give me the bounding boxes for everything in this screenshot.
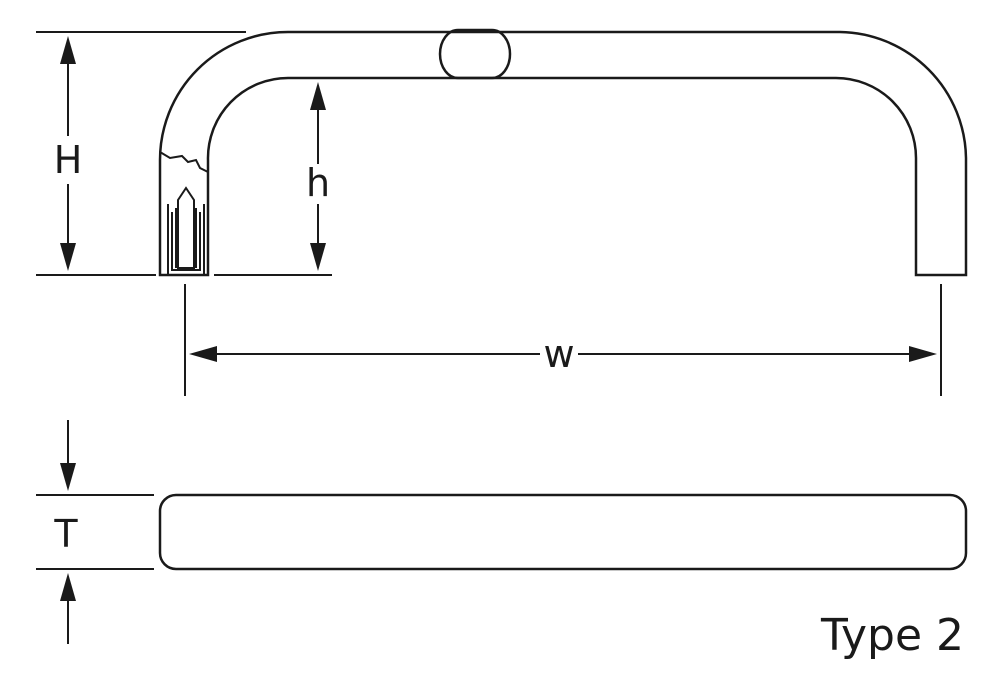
arrowhead-left-icon [189, 346, 217, 362]
type-caption: Type 2 [820, 610, 964, 661]
dimension-T: T [36, 420, 154, 644]
label-H: H [54, 138, 83, 182]
arrowhead-up-icon [60, 36, 76, 64]
arrowhead-down-icon [60, 463, 76, 491]
label-w: w [543, 332, 574, 376]
handle-side-view [158, 28, 968, 277]
arrowhead-up-icon [60, 573, 76, 601]
arrowhead-down-icon [60, 243, 76, 271]
dimension-h: h [214, 82, 332, 276]
arrowhead-down-icon [310, 243, 326, 271]
grip-bump [438, 28, 512, 80]
label-T: T [53, 512, 78, 556]
handle-top-view-bar [158, 493, 968, 571]
arrowhead-right-icon [909, 346, 937, 362]
arrowhead-up-icon [310, 82, 326, 110]
handle-outer-contour [158, 30, 968, 277]
section-break-line [159, 151, 209, 173]
threaded-insert-cutaway [167, 186, 205, 275]
dimension-w: w [184, 284, 942, 396]
label-h: h [306, 161, 330, 205]
dimension-H: H [36, 31, 246, 276]
